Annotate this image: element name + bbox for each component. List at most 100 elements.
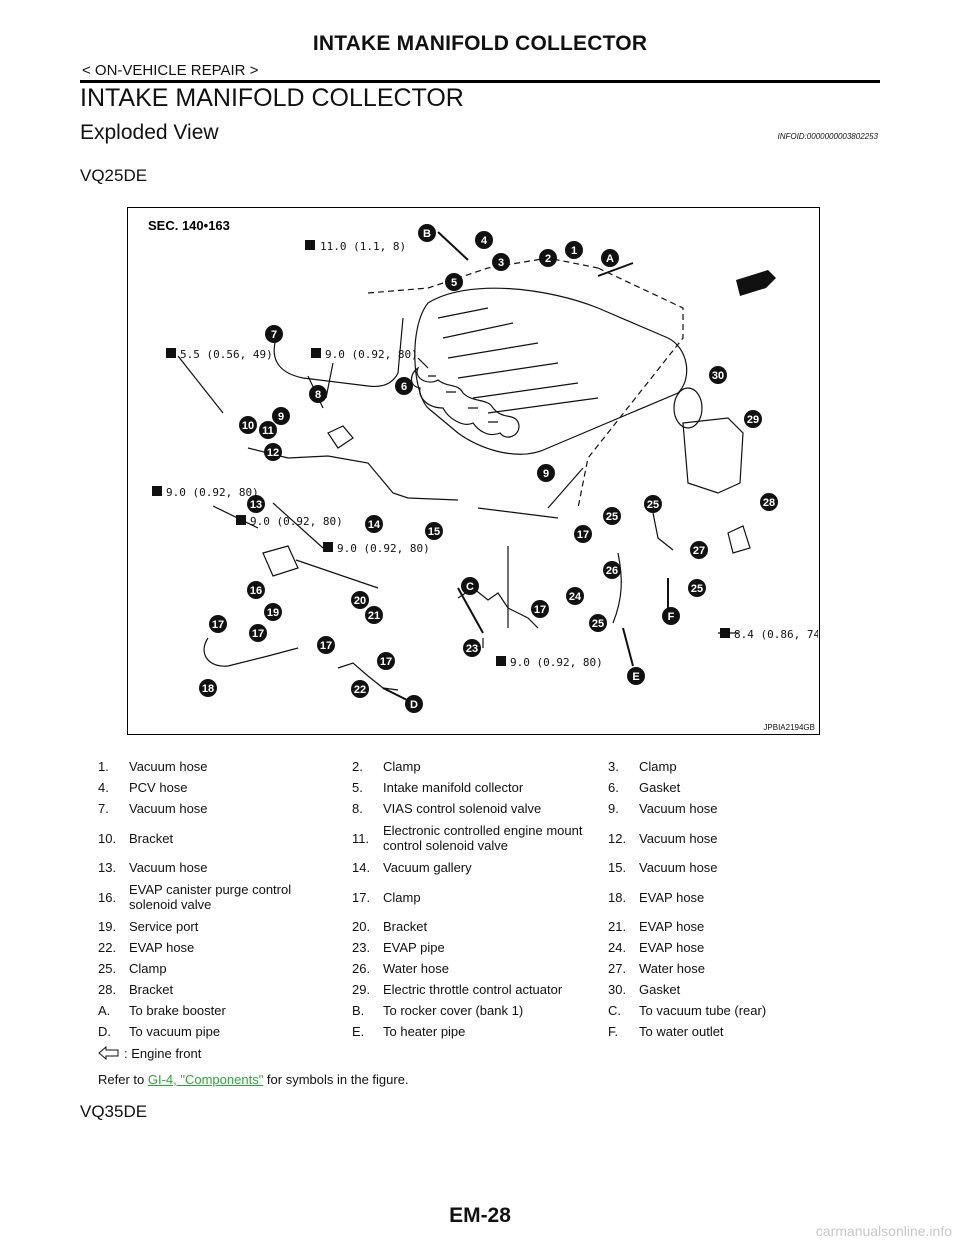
legend-text: Vacuum gallery [383, 860, 472, 875]
arrow-b [437, 231, 469, 261]
evap-hose-22 [337, 662, 399, 691]
svg-text:6: 6 [401, 381, 407, 393]
legend-number: 1. [98, 759, 109, 774]
svg-text:17: 17 [320, 640, 332, 652]
components-link[interactable]: GI-4, "Components" [147, 1072, 264, 1087]
engine-front-label: : Engine front [124, 1045, 202, 1061]
engine-label-vq35de: VQ35DE [80, 1102, 148, 1121]
svg-text:26: 26 [606, 565, 618, 577]
legend-number: 22. [98, 940, 117, 955]
svg-text:9: 9 [543, 468, 549, 480]
legend-text: Electric throttle control actuator [383, 982, 563, 997]
legend-text: VIAS control solenoid valve [383, 801, 542, 816]
legend-text: Vacuum hose [639, 830, 718, 846]
svg-text:25: 25 [691, 583, 703, 595]
legend-row: 28.Bracket 29.Electric throttle control … [98, 979, 878, 1000]
svg-text:17: 17 [252, 628, 264, 640]
legend-text: Bracket [129, 830, 174, 846]
svg-text:14: 14 [368, 519, 381, 531]
refer-text-after: for symbols in the figure. [263, 1072, 409, 1087]
vacuum-hose-7 [273, 317, 404, 388]
torque-specs: 11.0 (1.1, 8) 5.5 (0.56, 49) 9.0 (0.92, … [152, 240, 818, 669]
legend-number: 5. [352, 780, 363, 795]
svg-text:F: F [668, 611, 675, 623]
throttle-gasket [673, 387, 703, 429]
section-title: INTAKE MANIFOLD COLLECTOR [80, 84, 464, 112]
water-hose-26 [612, 552, 622, 624]
legend-number: 15. [608, 860, 627, 875]
svg-text:20: 20 [354, 595, 366, 607]
svg-text:13: 13 [250, 499, 262, 511]
legend-text: EVAP hose [639, 919, 705, 934]
evap-hose-chain [203, 637, 299, 667]
legend-text: Water hose [639, 961, 705, 976]
svg-text:19: 19 [267, 607, 279, 619]
callouts: 1 2 3 4 5 6 7 8 9 9 10 11 12 13 14 15 16… [199, 224, 778, 713]
svg-text:11.0 (1.1, 8): 11.0 (1.1, 8) [320, 240, 406, 253]
parts-legend: 1.Vacuum hose 2.Clamp 3.Clamp 4.PCV hose… [98, 756, 878, 1064]
page-header-title: INTAKE MANIFOLD COLLECTOR [312, 32, 648, 55]
legend-text: Water hose [383, 961, 449, 976]
legend-number: 13. [98, 860, 117, 875]
svg-text:9.0 (0.92, 80): 9.0 (0.92, 80) [325, 348, 418, 361]
legend-number: F. [608, 1024, 619, 1039]
svg-text:28: 28 [763, 497, 775, 509]
legend-row: 16.EVAP canister purge control solenoid … [98, 878, 878, 916]
legend-number: 29. [352, 982, 371, 997]
vacuum-gallery [247, 447, 459, 501]
sec-label: SEC. 140•163 [148, 218, 230, 233]
svg-text:12: 12 [267, 447, 279, 459]
legend-number: B. [352, 1003, 365, 1018]
legend-text: Clamp [639, 759, 677, 774]
legend-text: Vacuum hose [129, 860, 208, 875]
legend-row: 10.Bracket 11.Electronic controlled engi… [98, 819, 878, 857]
legend-row: 7.Vacuum hose 8.VIAS control solenoid va… [98, 798, 878, 819]
legend-number: 10. [98, 830, 117, 846]
legend-text: To water outlet [639, 1024, 724, 1039]
legend-text: Intake manifold collector [383, 780, 524, 795]
gasket-shape [410, 366, 520, 438]
legend-row: 22.EVAP hose 23.EVAP pipe 24.EVAP hose [98, 937, 878, 958]
svg-text:5: 5 [451, 277, 457, 289]
legend-text: Service port [129, 919, 199, 934]
legend-text: EVAP hose [129, 940, 195, 955]
svg-text:9.0 (0.92, 80): 9.0 (0.92, 80) [166, 486, 259, 499]
legend-number: 24. [608, 940, 627, 955]
legend-row: 25.Clamp 26.Water hose 27.Water hose [98, 958, 878, 979]
svg-text:10: 10 [242, 420, 254, 432]
legend-number: 28. [98, 982, 117, 997]
svg-text:5.5 (0.56, 49): 5.5 (0.56, 49) [180, 348, 273, 361]
legend-row: 13.Vacuum hose 14.Vacuum gallery 15.Vacu… [98, 857, 878, 878]
svg-text:18: 18 [202, 683, 214, 695]
svg-text:16: 16 [250, 585, 262, 597]
collector-outline-dashed [367, 257, 599, 294]
legend-number: 30. [608, 982, 627, 997]
header-rule [80, 80, 880, 83]
legend-row: 19.Service port 20.Bracket 21.EVAP hose [98, 916, 878, 937]
engine-front-arrow-icon [98, 1046, 119, 1060]
legend-number: 3. [608, 759, 619, 774]
svg-text:29: 29 [747, 414, 759, 426]
evap-canister-solenoid [262, 545, 299, 577]
svg-text:9: 9 [278, 411, 284, 423]
legend-text: To rocker cover (bank 1) [383, 1003, 524, 1018]
legend-text: PCV hose [129, 780, 188, 795]
engine-front-legend: : Engine front [98, 1042, 878, 1064]
svg-text:9.0 (0.92, 80): 9.0 (0.92, 80) [510, 656, 603, 669]
legend-text: To heater pipe [383, 1024, 466, 1039]
svg-text:17: 17 [212, 619, 224, 631]
svg-text:25: 25 [606, 511, 618, 523]
svg-text:8.4 (0.86, 74): 8.4 (0.86, 74) [734, 628, 818, 641]
subsection-title: Exploded View [80, 121, 219, 144]
refer-note: Refer to GI-4, "Components" for symbols … [98, 1072, 409, 1087]
intake-manifold-collector [414, 287, 688, 455]
arrow-a [597, 262, 634, 277]
legend-text: Electronic controlled engine mount contr… [383, 823, 583, 853]
legend-number: 8. [352, 801, 363, 816]
legend-text: EVAP canister purge control solenoid val… [129, 882, 292, 912]
svg-text:3: 3 [498, 257, 504, 269]
vias-solenoid [327, 425, 354, 449]
legend-number: 21. [608, 919, 627, 934]
legend-number: 12. [608, 830, 627, 846]
page-number: EM-28 [449, 1204, 511, 1227]
